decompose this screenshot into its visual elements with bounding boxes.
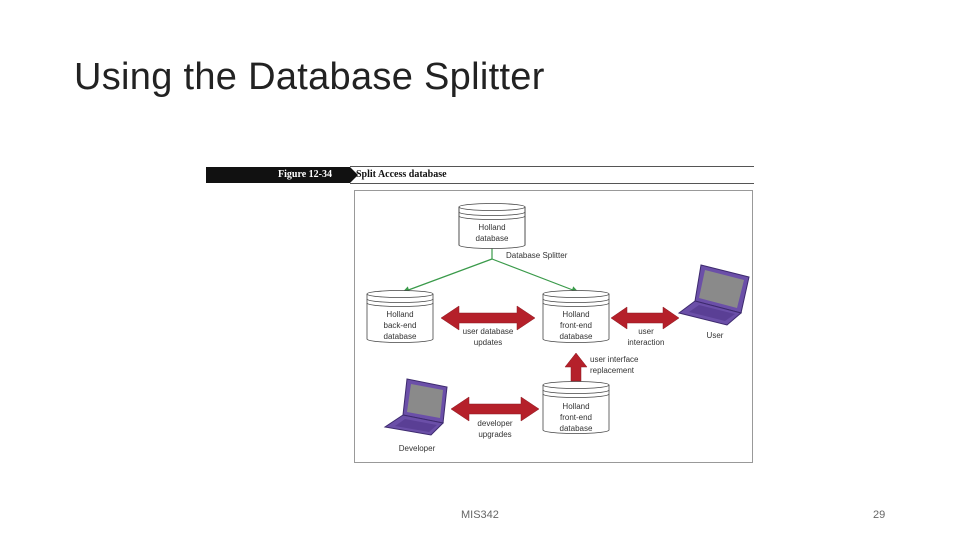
arrow-frontend-user-label-2: interaction — [628, 338, 665, 347]
figure-caption: Split Access database — [356, 169, 447, 180]
footer-course-label: MIS342 — [461, 509, 499, 521]
arrow-replacement — [564, 352, 588, 382]
frontend-db-label-2: front-end — [560, 321, 592, 330]
backend-db-label-1: Holland — [386, 310, 413, 319]
source-db-label-1: Holland — [478, 223, 505, 232]
backend-db-label-2: back-end — [384, 321, 417, 330]
splitter-label: Database Splitter — [506, 251, 568, 260]
arrow-backend-frontend-label-1: user database — [463, 327, 514, 336]
arrow-frontend-user-label-1: user — [638, 327, 654, 336]
frontend-database-cylinder — [542, 290, 610, 343]
split-database-diagram: Database Splitter Holland database Holla… — [366, 203, 750, 453]
page-number: 29 — [873, 509, 886, 521]
dev-frontend-db-label-2: front-end — [560, 413, 592, 422]
user-laptop-icon — [677, 264, 750, 326]
arrow-backend-frontend-label-2: updates — [474, 338, 502, 347]
arrow-backend-frontend — [440, 305, 536, 331]
diagram-frame: Database Splitter Holland database Holla… — [354, 190, 753, 463]
figure-number: Figure 12-34 — [206, 167, 350, 183]
arrow-replacement-label-1: user interface — [590, 355, 639, 364]
developer-laptop-icon — [383, 378, 448, 436]
frontend-db-label-1: Holland — [562, 310, 589, 319]
user-label: User — [707, 331, 724, 340]
dev-frontend-db-label-1: Holland — [562, 402, 589, 411]
developer-label: Developer — [399, 444, 436, 453]
source-db-label-2: database — [476, 234, 509, 243]
backend-database-cylinder — [366, 290, 434, 343]
figure-notch — [350, 167, 358, 183]
arrow-frontend-user — [610, 306, 680, 330]
arrow-developer-label-1: developer — [477, 419, 512, 428]
figure-rule-bottom — [350, 183, 754, 184]
source-database-cylinder — [458, 203, 526, 249]
dev-frontend-db-label-3: database — [560, 424, 593, 433]
slide-title: Using the Database Splitter — [74, 56, 545, 98]
figure-rule-top — [350, 166, 754, 167]
figure-header: Figure 12-34 Split Access database — [206, 166, 754, 184]
arrow-developer — [450, 396, 540, 422]
backend-db-label-3: database — [384, 332, 417, 341]
arrow-replacement-label-2: replacement — [590, 366, 635, 375]
arrow-developer-label-2: upgrades — [478, 430, 511, 439]
developer-frontend-database-cylinder — [542, 381, 610, 434]
frontend-db-label-3: database — [560, 332, 593, 341]
